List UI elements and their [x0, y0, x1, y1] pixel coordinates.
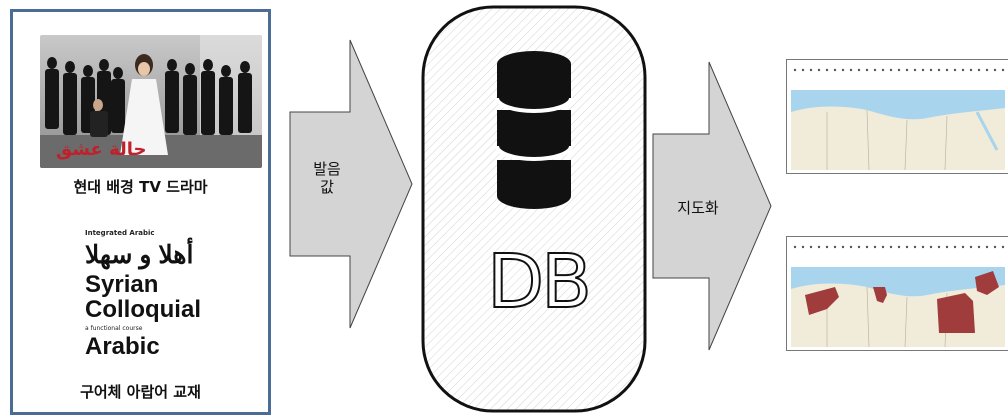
- book-tagline: a functional course: [85, 325, 143, 332]
- mapping-label: 지도화: [677, 199, 719, 217]
- drama-caption: 현대 배경 TV 드라마: [73, 178, 208, 196]
- arrow-right-pronunciation: [289, 39, 413, 329]
- dialect-map-highlighted: [786, 236, 1008, 351]
- textbook-caption: 구어체 아랍어 교재: [80, 383, 201, 401]
- pronunciation-label: 발음 값: [296, 160, 358, 196]
- book-title-line1: Syrian: [85, 271, 159, 298]
- source-panel: حالة عشق 현대 배경 TV 드라마 Integrated Arabic …: [10, 9, 271, 415]
- drama-poster-image: حالة عشق: [40, 35, 262, 168]
- book-title-line3: Arabic: [85, 333, 160, 360]
- book-arabic-title: أهلا و سهلا: [85, 241, 194, 269]
- dialect-map-plain: [786, 59, 1008, 174]
- textbook-cover: Integrated Arabic أهلا و سهلا Syrian Col…: [71, 213, 231, 367]
- pronunciation-label-line2: 값: [320, 178, 334, 196]
- book-series-label: Integrated Arabic: [85, 229, 155, 237]
- book-title-line2: Colloquial: [85, 296, 201, 323]
- pronunciation-label-line1: 발음: [313, 160, 341, 178]
- arrow-right-mapping: [652, 61, 772, 351]
- database-icon: [495, 51, 573, 209]
- db-label: DB: [486, 239, 593, 325]
- drama-title-logo: حالة عشق: [56, 139, 147, 160]
